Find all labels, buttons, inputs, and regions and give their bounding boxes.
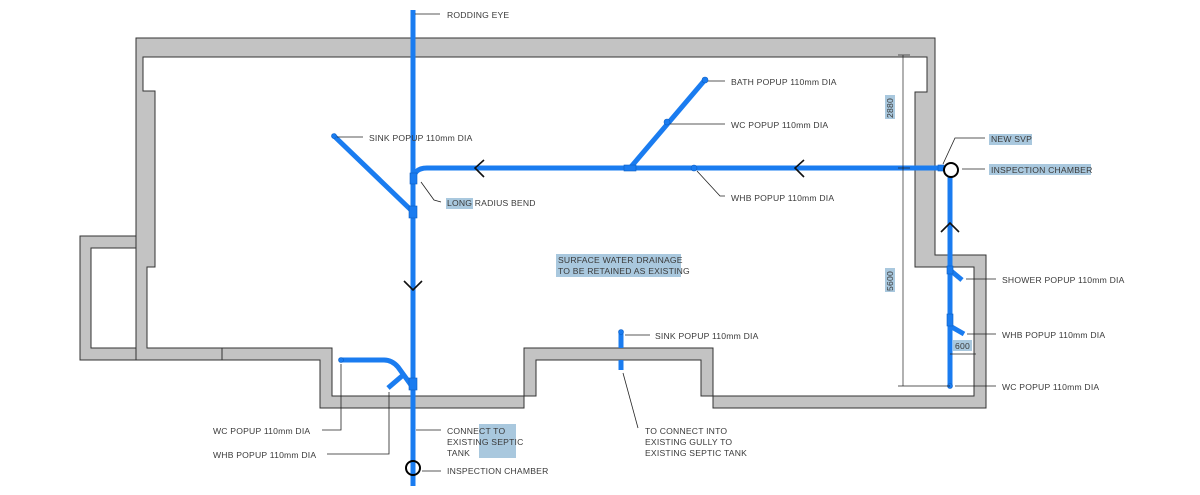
label-shower-popup: SHOWER POPUP 110mm DIA: [1002, 275, 1125, 285]
inspection-chamber-highlight: [989, 164, 1091, 175]
label-whb-popup-upper: WHB POPUP 110mm DIA: [731, 193, 834, 203]
bath-popup-marker: [701, 76, 709, 84]
label-sink-popup-upper: SINK POPUP 110mm DIA: [369, 133, 473, 143]
whb-right-branch-pipe: [948, 323, 966, 337]
long-highlight: [446, 198, 473, 209]
sink-middle-marker: [618, 329, 624, 335]
septic-highlight: [479, 424, 516, 458]
flow-arrow-down-icon: [403, 280, 423, 292]
inspection-chamber-right-icon: [943, 162, 959, 178]
new-svp-highlight: [989, 134, 1032, 145]
pipework: [331, 10, 966, 486]
label-surface-water-1: SURFACE WATER DRAINAGE: [558, 255, 683, 265]
tee-fitting: [623, 164, 637, 172]
label-wc-popup-right: WC POPUP 110mm DIA: [1002, 382, 1099, 392]
sink-junction-fitting: [408, 205, 418, 219]
wc-left-branch-pipe: [341, 357, 414, 387]
whb-left-branch-pipe: [386, 374, 404, 390]
surface-water-highlight: [556, 254, 681, 277]
label-long-radius-bend: LONG RADIUS BEND: [447, 198, 536, 208]
wc-left-marker: [338, 357, 344, 363]
annex-walls: [79, 235, 137, 361]
label-rodding-eye: RODDING EYE: [447, 10, 509, 20]
building-walls: [135, 37, 987, 409]
inspection-chamber-bottom-icon: [405, 460, 421, 476]
whb-junction-fitting: [946, 313, 954, 327]
sink-popup-marker: [331, 133, 337, 139]
label-bath-popup: BATH POPUP 110mm DIA: [731, 77, 837, 87]
label-septic-2: EXISTING SEPTIC: [447, 437, 524, 447]
wc-popup-marker: [663, 118, 671, 126]
label-gully-1: TO CONNECT INTO: [645, 426, 727, 436]
flow-arrow-left-icon: [473, 159, 485, 178]
dimension-5600: 5600: [885, 271, 895, 291]
label-septic-3: TANK: [447, 448, 470, 458]
label-surface-water-2: TO BE RETAINED AS EXISTING: [558, 266, 690, 276]
flow-arrow-left-icon: [793, 159, 805, 178]
label-sink-popup-middle: SINK POPUP 110mm DIA: [655, 331, 759, 341]
label-gully-3: EXISTING SEPTIC TANK: [645, 448, 747, 458]
label-whb-popup-left: WHB POPUP 110mm DIA: [213, 450, 316, 460]
flow-arrow-up-icon: [940, 221, 960, 233]
left-junction-fitting: [408, 377, 418, 391]
label-wc-popup-left: WC POPUP 110mm DIA: [213, 426, 310, 436]
shower-junction-fitting: [946, 265, 954, 275]
leader-lines: [322, 13, 996, 472]
whb-popup-marker: [690, 164, 698, 172]
dimension-2880: 2880: [885, 98, 895, 118]
dimension-600: 600: [955, 341, 970, 351]
sink-branch-pipe: [331, 133, 414, 213]
label-whb-popup-right: WHB POPUP 110mm DIA: [1002, 330, 1105, 340]
bend-fitting: [409, 172, 418, 185]
label-inspection-chamber-bottom: INSPECTION CHAMBER: [447, 466, 548, 476]
label-septic-1: CONNECT TO: [447, 426, 505, 436]
label-new-svp: NEW SVP: [991, 134, 1032, 144]
label-inspection-chamber-right: INSPECTION CHAMBER: [991, 165, 1092, 175]
upper-horizontal-pipe: [410, 165, 940, 183]
label-gully-2: EXISTING GULLY TO: [645, 437, 732, 447]
dimension-lines: [885, 54, 976, 387]
label-wc-popup-upper: WC POPUP 110mm DIA: [731, 120, 828, 130]
